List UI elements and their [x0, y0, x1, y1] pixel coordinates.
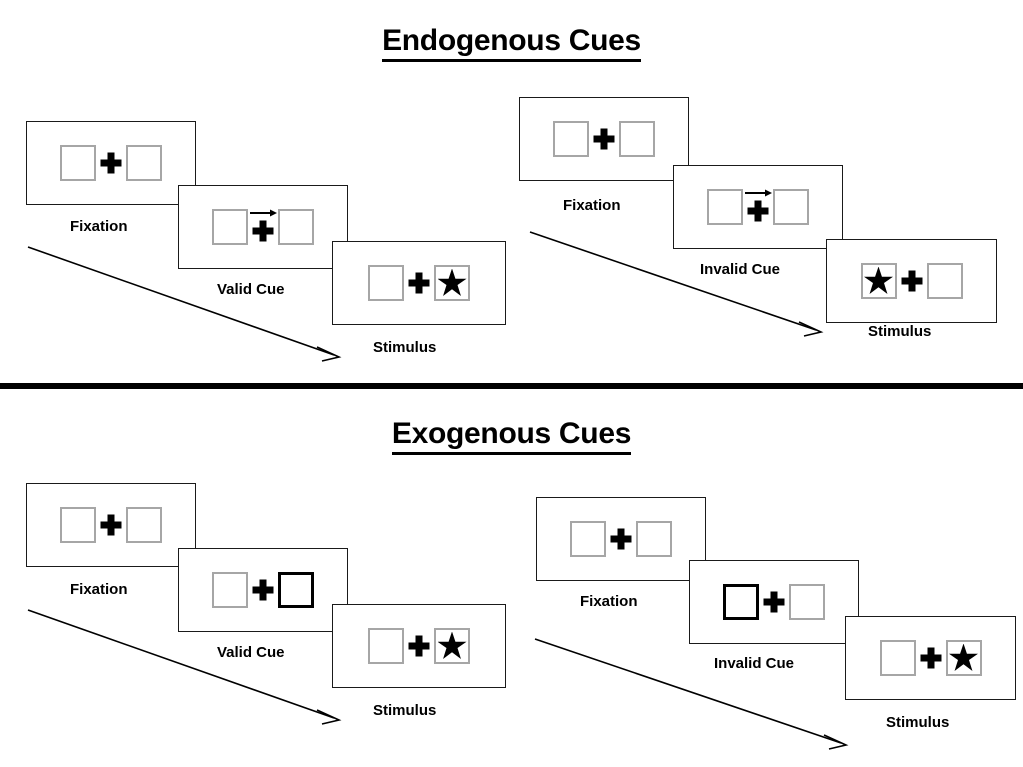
frame-content [570, 521, 672, 557]
left-placeholder-box [879, 640, 916, 676]
fixation-plus-icon [759, 584, 789, 620]
star-icon [437, 631, 467, 660]
panel-exogenous-invalid-fixation [536, 497, 706, 581]
left-placeholder-box [570, 521, 606, 557]
frame-content [212, 209, 314, 245]
fixation-plus-icon [743, 189, 773, 225]
right-placeholder-box [789, 584, 825, 620]
right-placeholder-box [619, 121, 655, 157]
section-title-exogenous: Exogenous Cues [0, 417, 1023, 455]
fixation-plus-icon [96, 507, 126, 543]
label-endogenous-valid-stimulus: Stimulus [373, 339, 437, 356]
right-placeholder-box [773, 189, 809, 225]
left-placeholder-box [60, 145, 96, 181]
star-icon [949, 643, 978, 672]
right-cued-box [278, 572, 314, 608]
fixation-plus-icon [248, 572, 278, 608]
section-title-endogenous: Endogenous Cues [0, 24, 1023, 62]
section-title-exogenous-text: Exogenous Cues [391, 418, 631, 455]
right-target-box [434, 628, 470, 664]
label-endogenous-valid-cue: Valid Cue [217, 281, 285, 298]
fixation-plus-icon [96, 145, 126, 181]
fixation-plus-icon [589, 121, 619, 157]
left-placeholder-box [368, 265, 404, 301]
fixation-plus-icon [606, 521, 636, 557]
frame-content [368, 628, 470, 664]
panel-endogenous-invalid-cue [673, 165, 843, 249]
label-endogenous-valid-fixation: Fixation [70, 218, 128, 235]
label-endogenous-invalid-stimulus: Stimulus [868, 323, 932, 340]
panel-exogenous-invalid-stimulus [845, 616, 1016, 700]
panel-exogenous-invalid-cue [689, 560, 859, 644]
frame-content [707, 189, 809, 225]
panel-exogenous-valid-fixation [26, 483, 196, 567]
star-icon [437, 268, 467, 297]
right-placeholder-box [926, 263, 963, 299]
label-exogenous-valid-fixation: Fixation [70, 581, 128, 598]
panel-endogenous-invalid-fixation [519, 97, 689, 181]
panel-endogenous-valid-cue [178, 185, 348, 269]
fixation-plus-icon [404, 628, 434, 664]
label-endogenous-invalid-fixation: Fixation [563, 197, 621, 214]
panel-exogenous-valid-stimulus [332, 604, 506, 688]
time-flow-arrow-exogenous-invalid [534, 638, 849, 750]
frame-content [212, 572, 314, 608]
section-title-endogenous-text: Endogenous Cues [382, 25, 641, 62]
arrow-right-icon [250, 209, 277, 217]
fixation-plus-icon [897, 263, 927, 299]
label-exogenous-valid-stimulus: Stimulus [373, 702, 437, 719]
left-placeholder-box [212, 209, 248, 245]
label-endogenous-invalid-cue: Invalid Cue [700, 261, 781, 278]
left-target-box [860, 263, 897, 299]
left-placeholder-box [368, 628, 404, 664]
frame-content [723, 584, 825, 620]
panel-exogenous-valid-cue [178, 548, 348, 632]
frame-content [553, 121, 655, 157]
fixation-plus-icon [404, 265, 434, 301]
right-placeholder-box [126, 507, 162, 543]
right-placeholder-box [278, 209, 314, 245]
section-divider [0, 383, 1023, 389]
arrow-right-icon [745, 189, 772, 197]
frame-content [60, 145, 162, 181]
label-exogenous-valid-cue: Valid Cue [217, 644, 285, 661]
label-exogenous-invalid-stimulus: Stimulus [886, 714, 950, 731]
right-target-box [945, 640, 982, 676]
left-placeholder-box [553, 121, 589, 157]
left-cued-box [723, 584, 759, 620]
frame-content [860, 263, 963, 299]
fixation-plus-icon [248, 209, 278, 245]
fixation-plus-icon [916, 640, 946, 676]
panel-endogenous-valid-fixation [26, 121, 196, 205]
left-placeholder-box [707, 189, 743, 225]
frame-content [60, 507, 162, 543]
panel-endogenous-valid-stimulus [332, 241, 506, 325]
right-placeholder-box [126, 145, 162, 181]
frame-content [368, 265, 470, 301]
left-placeholder-box [60, 507, 96, 543]
star-icon [864, 266, 893, 295]
right-target-box [434, 265, 470, 301]
label-exogenous-invalid-fixation: Fixation [580, 593, 638, 610]
left-placeholder-box [212, 572, 248, 608]
right-placeholder-box [636, 521, 672, 557]
frame-content [879, 640, 982, 676]
label-exogenous-invalid-cue: Invalid Cue [714, 655, 795, 672]
panel-endogenous-invalid-stimulus [826, 239, 997, 323]
